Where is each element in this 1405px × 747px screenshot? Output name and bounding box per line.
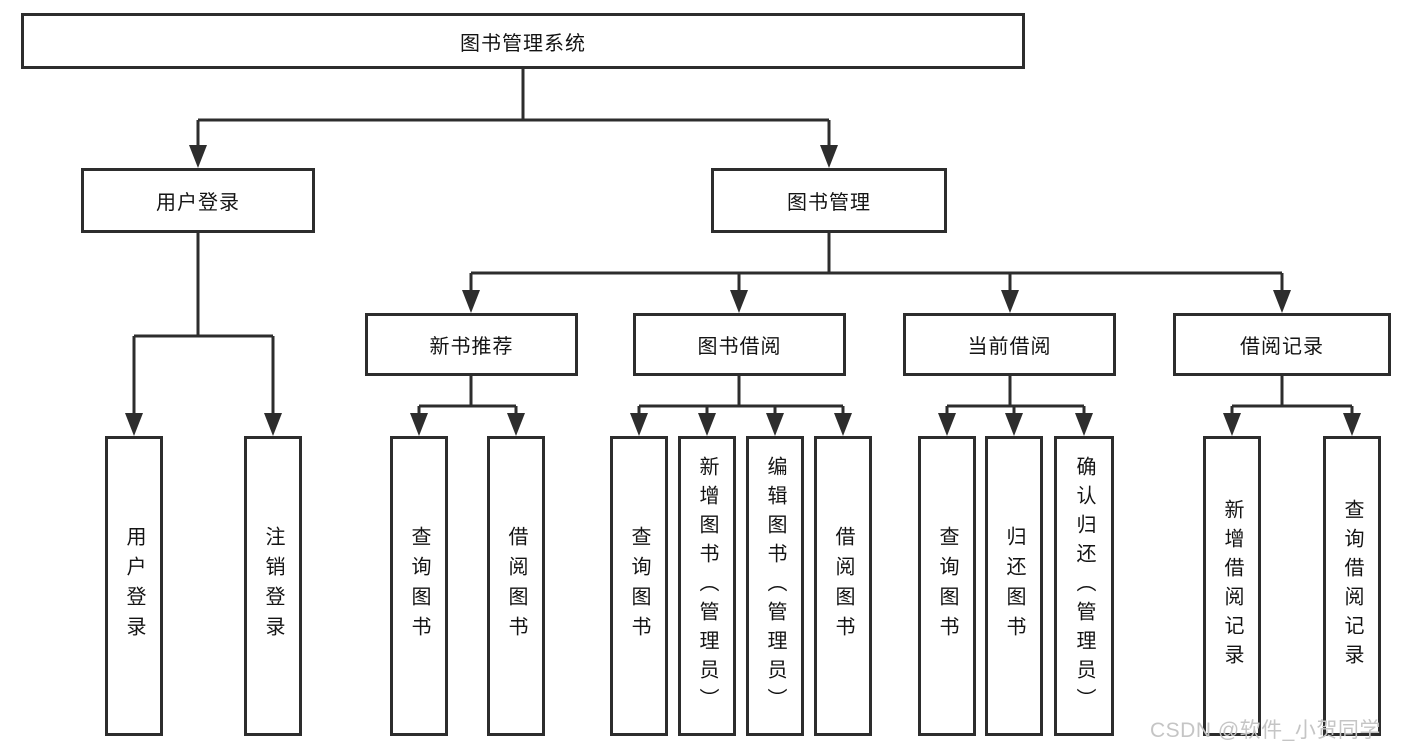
leaf-return-books: 归还图书 [985,436,1043,736]
node-label: 借阅记录 [1240,336,1324,358]
node-current-borrow: 当前借阅 [903,313,1116,376]
node-new-book-recommend: 新书推荐 [365,313,578,376]
node-book-management: 图书管理 [711,168,947,233]
node-label: 用户登录 [156,192,240,214]
leaf-query-books: 查询图书 [918,436,976,736]
arrowheads [125,145,1361,436]
node-label: 图书借阅 [697,336,782,358]
leaf-label: 新增图书（管理员） [696,455,718,717]
leaf-label: 查询图书 [408,526,430,646]
leaf-edit-book-admin: 编辑图书（管理员） [746,436,804,736]
node-label: 图书管理系统 [460,32,586,55]
leaf-label: 注销登录 [262,526,284,646]
leaf-label: 确认归还（管理员） [1073,455,1095,717]
leaf-label: 查询图书 [628,526,650,646]
leaf-logout: 注销登录 [244,436,302,736]
node-borrow-records: 借阅记录 [1173,313,1391,376]
leaf-borrow-books: 借阅图书 [487,436,545,736]
leaf-label: 用户登录 [123,526,145,646]
leaf-query-borrow-record: 查询借阅记录 [1323,436,1381,736]
leaf-borrow-books: 借阅图书 [814,436,872,736]
leaf-label: 查询图书 [936,526,958,646]
leaf-query-books: 查询图书 [390,436,448,736]
csdn-watermark: CSDN @软件_小贺同学 [1150,719,1381,742]
leaf-query-books: 查询图书 [610,436,668,736]
leaf-label: 查询借阅记录 [1341,499,1363,673]
leaf-label: 新增借阅记录 [1221,499,1243,673]
leaf-label: 借阅图书 [832,526,854,646]
node-label: 当前借阅 [967,336,1052,358]
node-label: 新书推荐 [429,336,514,358]
leaf-add-borrow-record: 新增借阅记录 [1203,436,1261,736]
leaf-add-book-admin: 新增图书（管理员） [678,436,736,736]
node-label: 图书管理 [787,192,871,214]
leaf-user-login: 用户登录 [105,436,163,736]
leaf-label: 归还图书 [1003,526,1025,646]
node-book-borrow: 图书借阅 [633,313,846,376]
node-library-management-system: 图书管理系统 [21,13,1025,69]
leaf-confirm-return-admin: 确认归还（管理员） [1054,436,1114,736]
leaf-label: 借阅图书 [505,526,527,646]
leaf-label: 编辑图书（管理员） [764,455,786,717]
node-user-login: 用户登录 [81,168,315,233]
